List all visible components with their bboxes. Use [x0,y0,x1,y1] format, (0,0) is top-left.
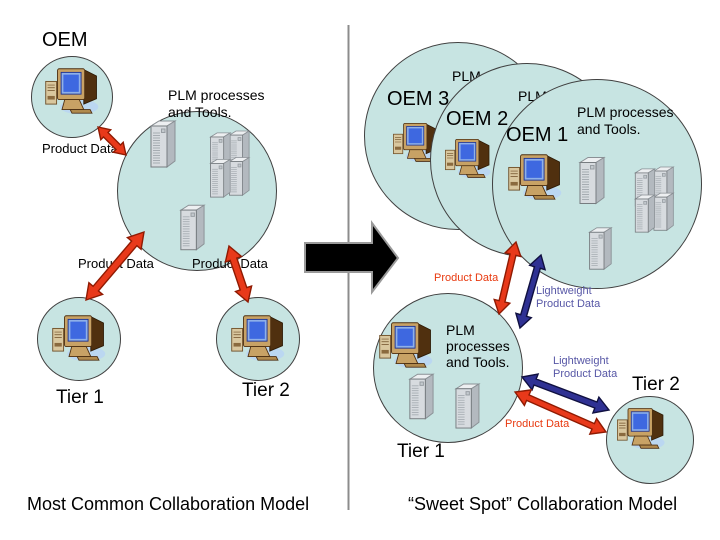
computer-icon [50,313,108,362]
oem-label: OEM [42,29,88,51]
computer-icon [43,66,101,115]
product-data-label-bottom-right: Product Data [505,418,570,430]
server-rack-icon [630,166,677,235]
tier1-plm-label: PLM processes and Tools. [446,322,510,370]
product-data-label-tier1: Product Data [78,256,154,271]
computer-icon [615,406,667,450]
oem3-label: OEM 3 [387,88,450,110]
server-icon [576,156,606,205]
tier1-right-circle [373,293,523,443]
plm-processes-label: PLM processes and Tools. [168,87,265,120]
computer-icon [229,313,287,362]
tier2-right-label: Tier 2 [632,374,680,395]
oem2-label: OEM 2 [446,108,509,130]
lightweight-product-data-label-bottom: Lightweight Product Data [553,355,618,380]
transform-arrow [304,219,400,295]
product-data-label-top-right: Product Data [434,272,499,284]
server-icon [586,226,613,271]
computer-icon [377,320,435,369]
right-caption: “Sweet Spot” Collaboration Model [408,494,678,514]
product-data-label-oem: Product Data [42,141,118,156]
oem1-plm-processes-label: PLM processes and Tools. [577,104,674,137]
server-icon [177,204,206,251]
server-icon [406,373,435,420]
product-data-label-tier2: Product Data [192,256,268,271]
lightweight-product-data-label-top: Lightweight Product Data [536,285,601,310]
server-icon [147,120,177,168]
server-icon [452,383,481,429]
computer-icon [506,152,564,201]
tier1-label: Tier 1 [56,387,104,408]
computer-icon [443,137,493,179]
server-rack-icon [205,130,253,200]
left-caption: Most Common Collaboration Model [27,494,310,514]
tier2-label: Tier 2 [242,380,290,401]
tier1-right-label: Tier 1 [397,441,445,462]
oem1-label: OEM 1 [506,124,569,146]
